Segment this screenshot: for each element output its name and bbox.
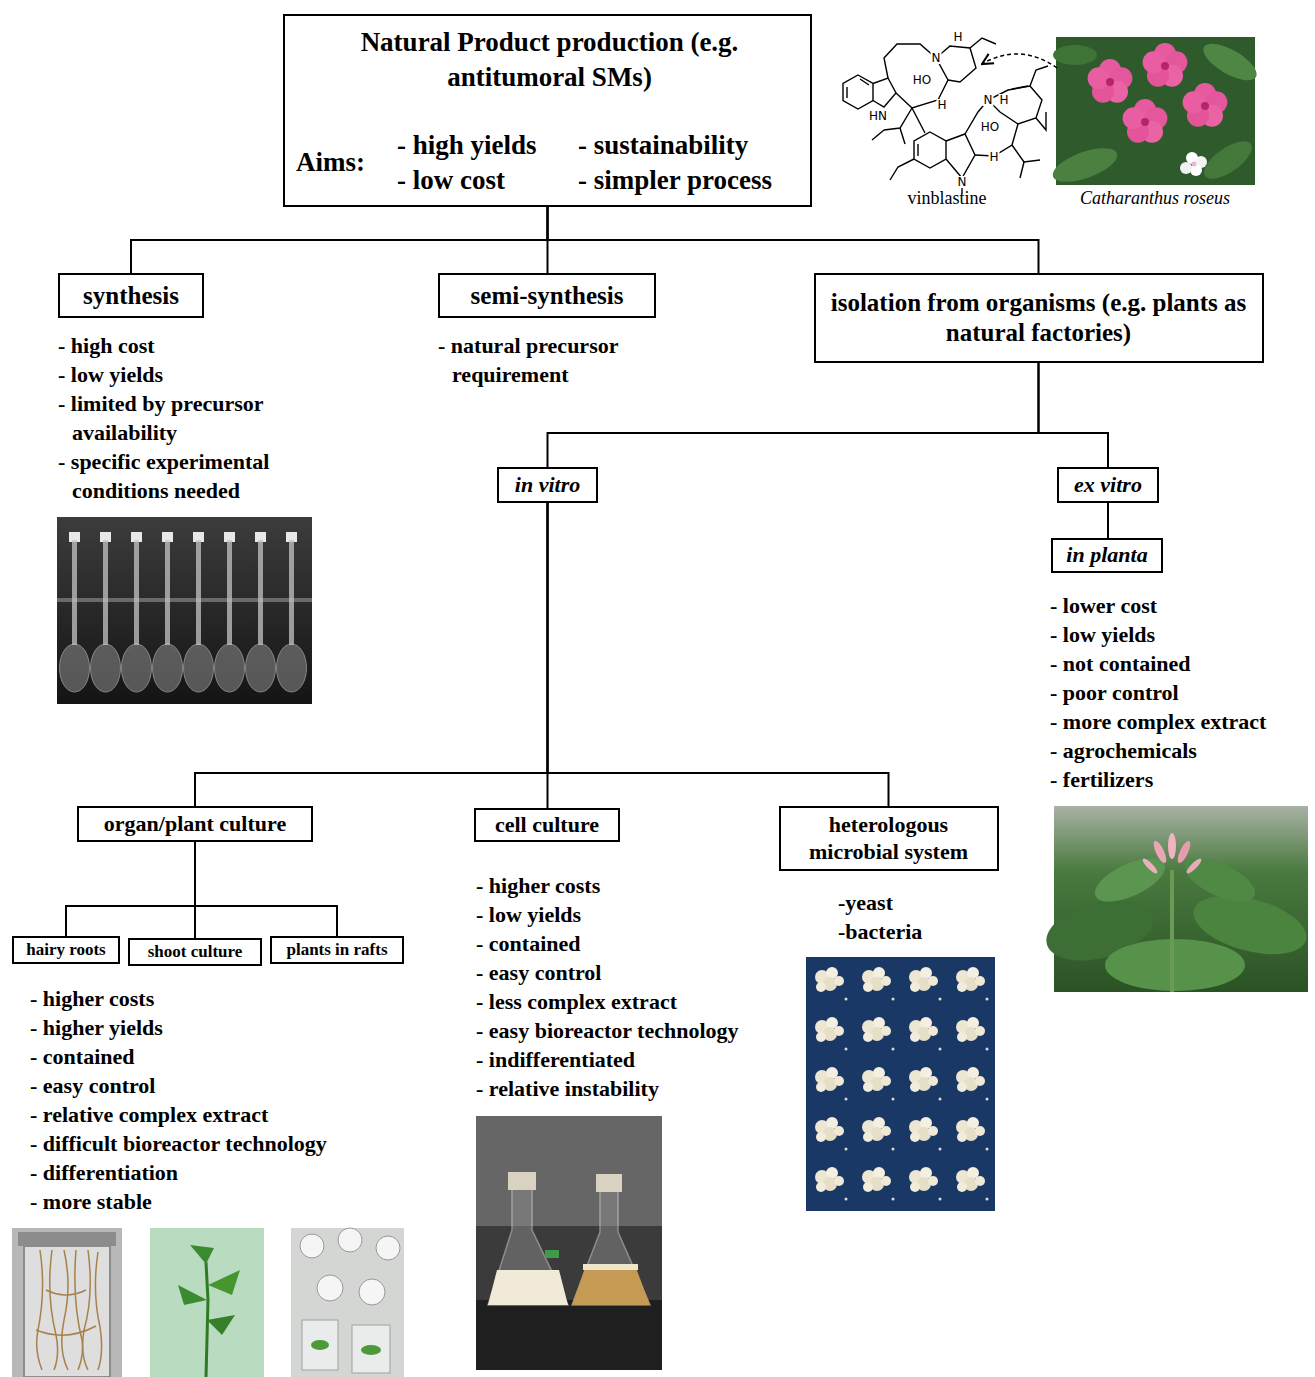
bullet-item: - fertilizers [1050, 765, 1153, 794]
box-title: in vitro [515, 472, 580, 498]
atom-label: H [936, 99, 947, 111]
tree-connector [1107, 503, 1109, 538]
bullet-item: - limited by precursor availability [58, 389, 323, 447]
source-arrow [982, 54, 1057, 68]
box-text: Aims: [296, 146, 365, 178]
bullet-item: - less complex extract [476, 987, 677, 1016]
bullet-item: - contained [30, 1042, 135, 1071]
bullet-item: - specific experimental conditions neede… [58, 447, 323, 505]
tree-connector [548, 363, 1039, 467]
bullet-item: - low yields [58, 360, 323, 389]
box-title: organ/plant culture [104, 811, 286, 837]
branch-box: in planta [1051, 538, 1163, 573]
bullet-item: - poor control [1050, 678, 1179, 707]
bullet-item: - lower cost [1050, 591, 1157, 620]
bullet-item: - contained [476, 929, 581, 958]
root-box: Natural Product production (e.g. antitum… [283, 14, 812, 207]
glassware-photo [57, 517, 312, 704]
species-name: Catharanthus roseus [1080, 188, 1230, 208]
bullet-item: - higher costs [476, 871, 600, 900]
compound-name: vinblastine [908, 188, 987, 208]
bullet-item: -bacteria [838, 917, 922, 946]
bullet-item: - more stable [30, 1187, 152, 1216]
subtype-box: shoot culture [128, 938, 262, 966]
box-title: shoot culture [148, 942, 243, 962]
box-title: semi-synthesis [471, 281, 624, 311]
tree-connector [548, 503, 889, 806]
box-title: cell culture [495, 812, 599, 838]
tobacco-photo [1040, 806, 1313, 992]
tree-connector [195, 503, 548, 806]
box-title: in planta [1066, 542, 1147, 568]
subtype-box: hairy roots [12, 936, 120, 964]
vinblastine-structure [843, 38, 1048, 194]
bullet-item: - more complex extract [1050, 707, 1266, 736]
bullet-item: - easy bioreactor technology [476, 1016, 739, 1045]
culture-box: organ/plant culture [77, 806, 313, 842]
branch-box: in vitro [497, 467, 598, 503]
box-title: isolation from organisms (e.g. plants as… [824, 288, 1254, 348]
bullet-item: - low yields [476, 900, 581, 929]
yeast-photo [806, 957, 995, 1211]
tree-connector [1039, 363, 1109, 467]
bullet-item: - indifferentiated [476, 1045, 635, 1074]
atom-label: H [988, 151, 999, 163]
bullet-item: - higher yields [30, 1013, 163, 1042]
atom-label: N [931, 52, 942, 64]
tree-connector [548, 207, 1039, 273]
catharanthus-photo [1049, 37, 1262, 189]
tree-connector [66, 842, 195, 936]
bullet-item: - not contained [1050, 649, 1191, 678]
shoot-photo [150, 1228, 264, 1377]
bioreactor-photo [12, 1228, 122, 1377]
box-title: Natural Product production (e.g. antitum… [340, 25, 760, 95]
branch-box: ex vitro [1057, 467, 1159, 503]
tree-connector [195, 842, 337, 936]
atom-label: HN [868, 110, 888, 122]
method-box: synthesis [58, 273, 204, 318]
bullet-item: - easy control [476, 958, 601, 987]
rafts-photo [291, 1228, 404, 1377]
box-text: - high yields [397, 129, 537, 161]
method-box: isolation from organisms (e.g. plants as… [814, 273, 1264, 363]
atom-label: N [983, 94, 994, 106]
bullet-item: - low yields [1050, 620, 1155, 649]
atom-label: HO [912, 74, 932, 86]
bullet-item: - relative complex extract [30, 1100, 268, 1129]
culture-box: cell culture [474, 808, 620, 842]
bullet-item: - differentiation [30, 1158, 178, 1187]
atom-label: HO [980, 121, 1000, 133]
bullet-item: - higher costs [30, 984, 154, 1013]
bullet-item: - easy control [30, 1071, 155, 1100]
box-title: ex vitro [1074, 472, 1142, 498]
bullet-item: - agrochemicals [1050, 736, 1197, 765]
flask-photo [476, 1116, 662, 1370]
culture-box: heterologous microbial system [779, 806, 999, 871]
bullet-item: - relative instability [476, 1074, 659, 1103]
box-text: - sustainability [578, 129, 748, 161]
tree-connector [131, 207, 548, 273]
atom-label: N [957, 176, 968, 188]
atom-label: H [998, 94, 1009, 106]
box-title: heterologous microbial system [789, 812, 989, 865]
bullet-item: - natural precursor requirement [438, 331, 663, 389]
box-title: hairy roots [26, 940, 106, 960]
bullet-item: - difficult bioreactor technology [30, 1129, 327, 1158]
subtype-box: plants in rafts [270, 936, 404, 964]
atom-label: H [952, 31, 963, 43]
box-title: synthesis [83, 281, 179, 311]
method-box: semi-synthesis [438, 273, 656, 318]
box-text: - low cost [397, 164, 505, 196]
box-title: plants in rafts [286, 940, 387, 960]
bullet-item: -yeast [838, 888, 893, 917]
bullet-item: - high cost [58, 331, 323, 360]
box-text: - simpler process [578, 164, 772, 196]
